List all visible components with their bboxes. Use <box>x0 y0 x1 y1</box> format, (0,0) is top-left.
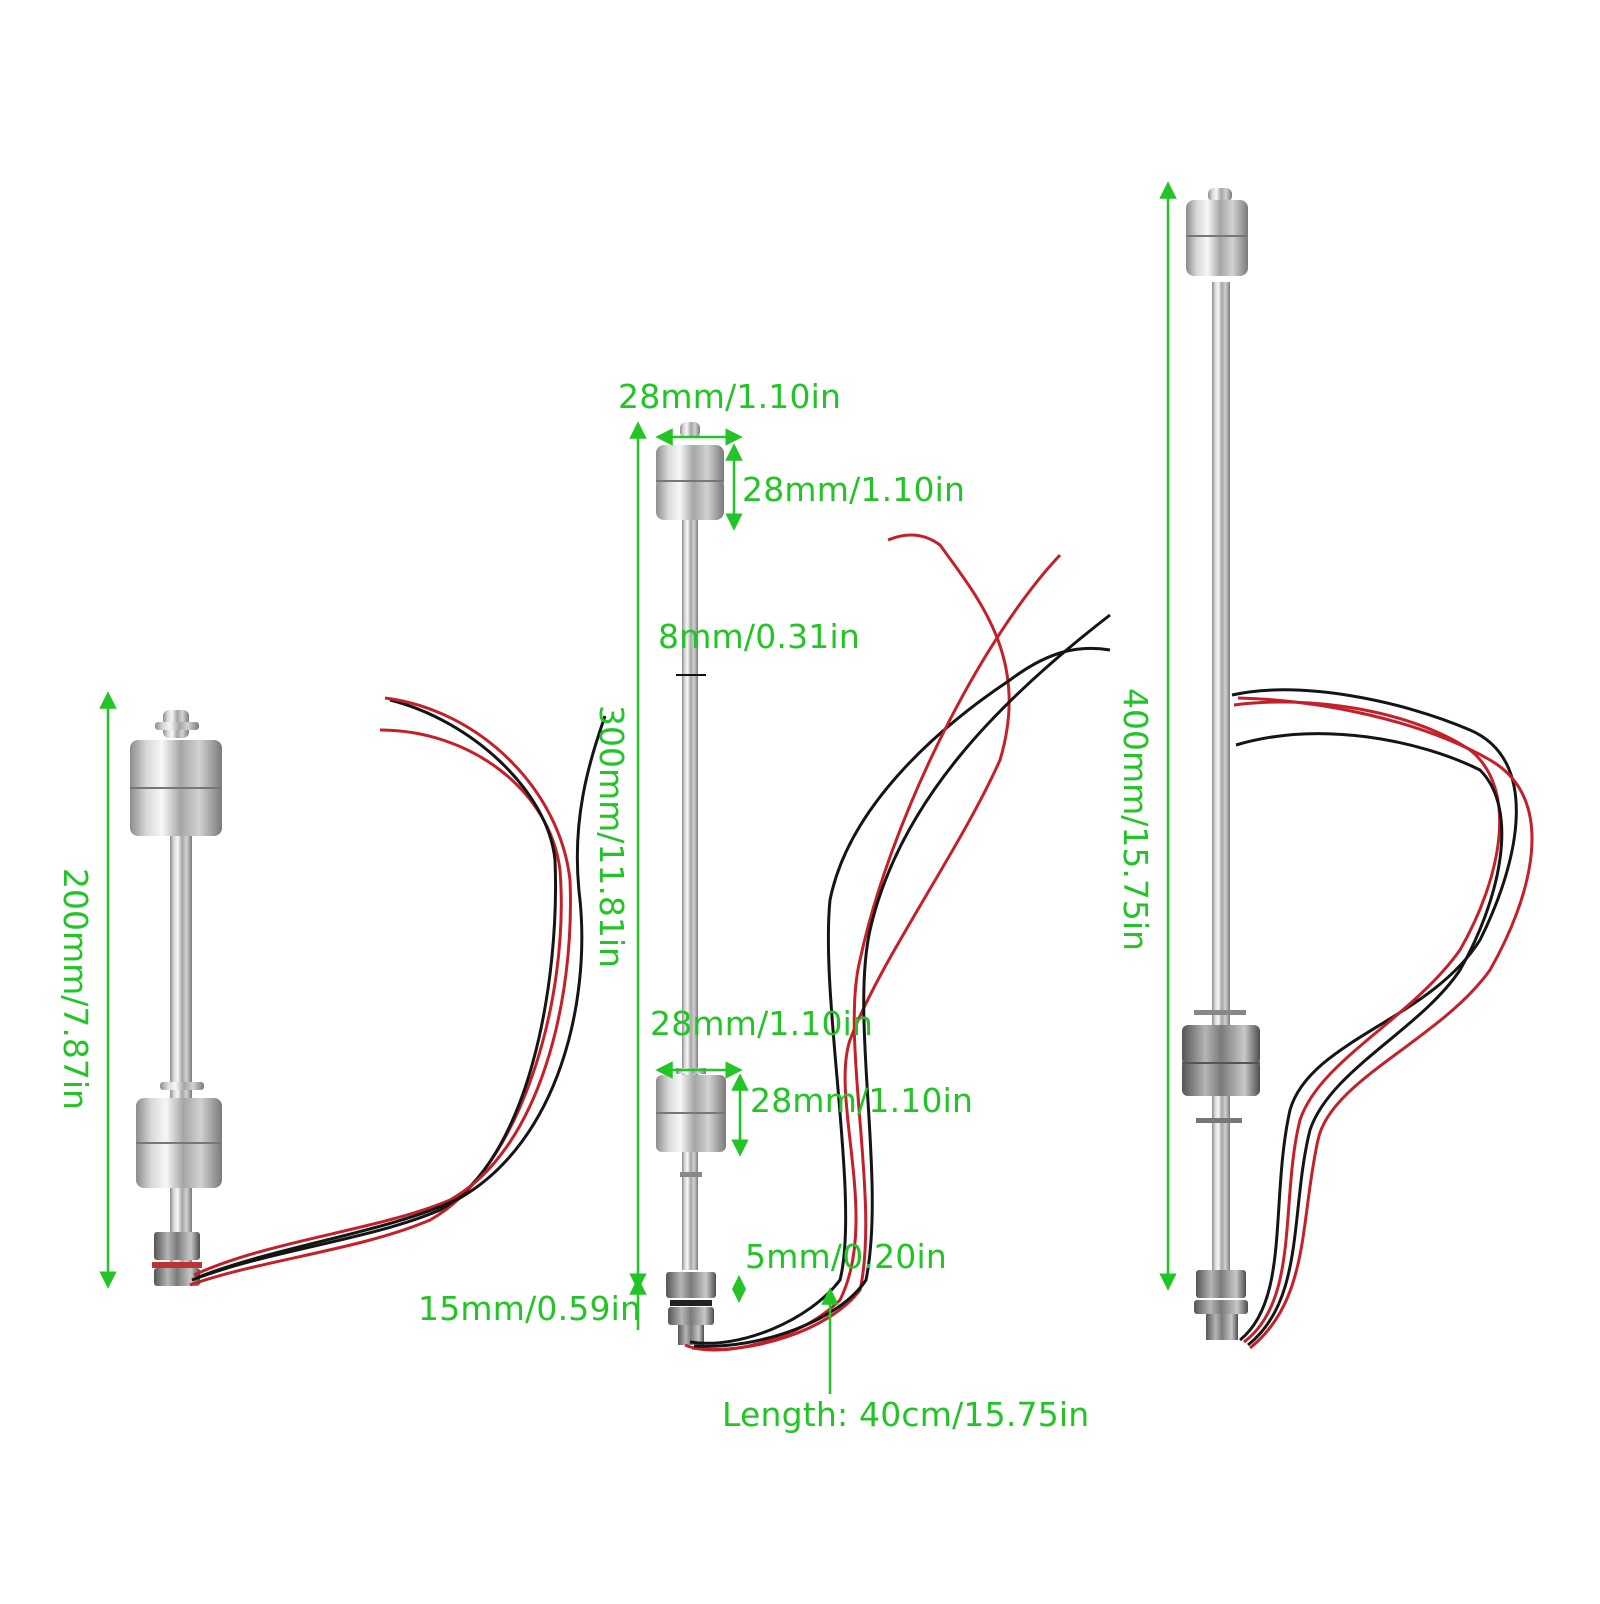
sensor-long <box>1159 181 1534 1350</box>
wire-red-3 <box>684 533 1011 1352</box>
wire-black-6 <box>1235 732 1504 1347</box>
wire-red-1 <box>189 728 563 1287</box>
wire-black-4 <box>693 613 1111 1348</box>
wire-red-4 <box>691 553 1062 1351</box>
wire-black-1 <box>191 698 557 1282</box>
wire-black-2 <box>195 715 607 1280</box>
label-bottom-float-height: 28mm/1.10in <box>750 1081 974 1120</box>
sensor-short <box>99 691 607 1289</box>
wire-red-6 <box>1237 696 1534 1350</box>
label-total-length-short: 200mm/7.87in <box>56 868 95 1110</box>
label-top-float-height: 28mm/1.10in <box>742 470 966 509</box>
label-total-length-long: 400mm/15.75in <box>1116 688 1155 951</box>
wire-black-3 <box>689 646 1111 1345</box>
wire-black-5 <box>1231 688 1518 1342</box>
label-cable-length: Length: 40cm/15.75in <box>722 1395 1090 1434</box>
label-top-float-diameter: 28mm/1.10in <box>618 377 842 416</box>
wire-red-5 <box>1233 700 1502 1344</box>
label-nut-thickness: 5mm/0.20in <box>745 1237 947 1276</box>
label-bottom-float-diameter: 28mm/1.10in <box>650 1004 874 1043</box>
sensor-medium <box>629 421 1111 1394</box>
label-rod-diameter: 8mm/0.31in <box>658 617 860 656</box>
wire-red-2 <box>193 696 572 1277</box>
label-thread-length: 15mm/0.59in <box>418 1289 642 1328</box>
label-total-length-medium: 300mm/11.81in <box>592 705 631 968</box>
